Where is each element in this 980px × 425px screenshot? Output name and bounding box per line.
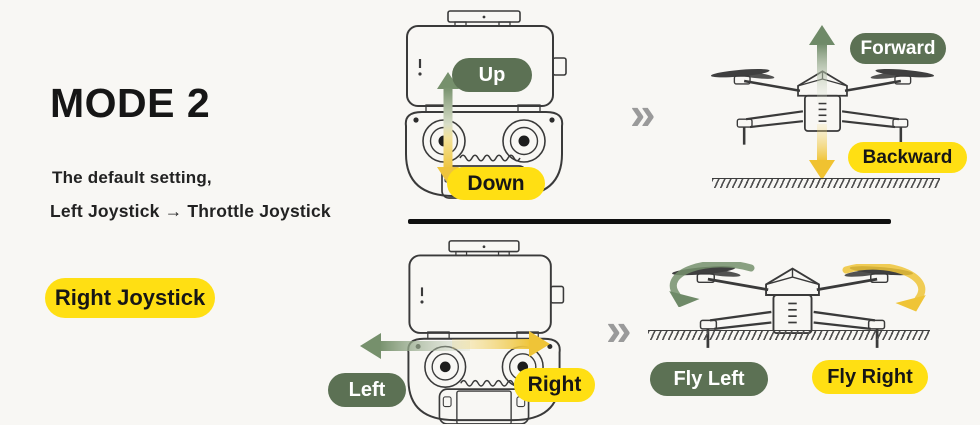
backward-badge: Backward: [848, 142, 967, 173]
chevron-right-icon: »: [630, 87, 656, 139]
ground-line: [712, 178, 940, 188]
rotate-right-arrow-icon: [842, 264, 926, 312]
right-joystick-badge: Right Joystick: [45, 278, 215, 318]
fly-left-badge: Fly Left: [650, 362, 768, 396]
down-badge: Down: [447, 167, 545, 200]
left-arrow-icon: [360, 333, 470, 359]
forward-arrow-icon: [809, 25, 835, 103]
page-title: MODE 2: [50, 80, 211, 126]
up-down-arrow-icon: [437, 72, 459, 184]
fly-right-badge: Fly Right: [812, 360, 928, 394]
up-badge: Up: [452, 58, 532, 92]
right-badge: Right: [514, 368, 595, 402]
rotate-left-arrow-icon: [669, 262, 755, 307]
right-arrow-icon: [452, 331, 550, 357]
section-divider: [408, 219, 891, 224]
backward-arrow-icon: [809, 124, 835, 180]
chevron-right-icon: »: [606, 303, 632, 355]
left-badge: Left: [328, 373, 406, 407]
subtitle-line-1: The default setting,: [52, 168, 212, 187]
subtitle-line-2: Left Joystick → Throttle Joystick: [50, 201, 331, 221]
ground-line: [648, 330, 930, 340]
forward-badge: Forward: [850, 33, 946, 64]
